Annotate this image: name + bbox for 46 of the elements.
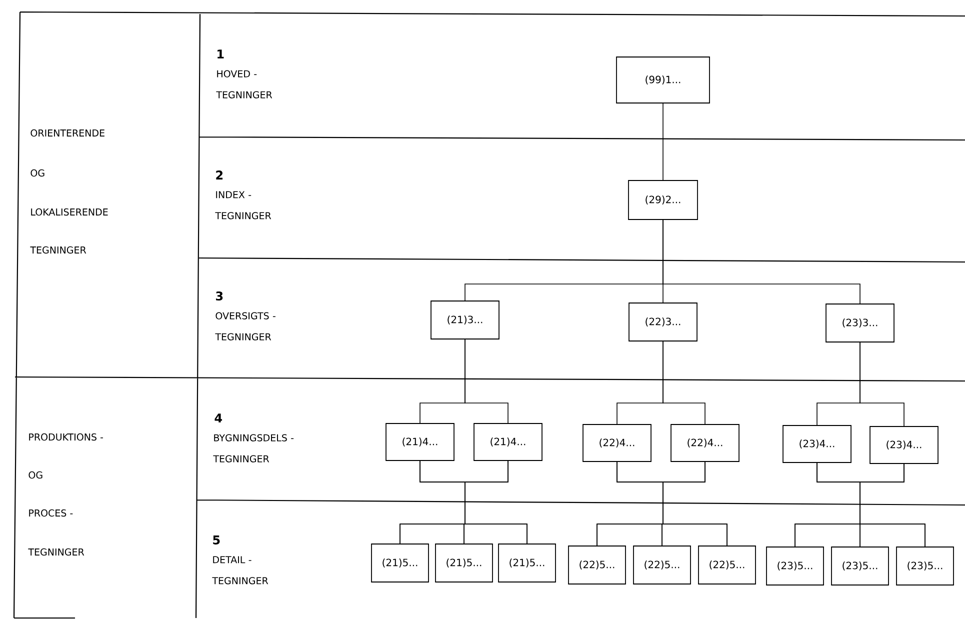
- connector-line: [860, 464, 926, 547]
- connector-line: [464, 339, 508, 424]
- connector-line: [662, 341, 706, 424]
- drawing-box: (22)5...: [698, 546, 756, 584]
- connector-line: [662, 462, 728, 546]
- connector-line: [860, 342, 904, 426]
- drawing-box: (23)3...: [826, 304, 894, 342]
- level-number: 2: [216, 170, 223, 180]
- drawing-box: (21)5...: [498, 544, 556, 582]
- group-label: PROCES -: [29, 509, 73, 517]
- level-number: 5: [213, 536, 220, 544]
- group-label: TEGNINGER: [30, 246, 86, 254]
- drawing-box: (23)5...: [896, 546, 954, 586]
- group-label: PRODUKTIONS -: [29, 433, 103, 441]
- drawing-box: (21)5...: [371, 544, 429, 582]
- level-label: BYGNINGSDELS - TEGNINGER: [213, 434, 294, 462]
- drawing-box: (23)5...: [831, 546, 889, 586]
- connector-line: [662, 220, 860, 304]
- group-label: OG: [28, 471, 42, 479]
- level-label: INDEX - TEGNINGER: [215, 191, 272, 220]
- drawing-box: (22)4...: [670, 424, 740, 462]
- drawing-box: (21)5...: [435, 544, 493, 582]
- group-label: LOKALISERENDE: [31, 208, 108, 216]
- drawing-box: (23)5...: [766, 546, 824, 586]
- drawing-box: (23)4...: [870, 426, 938, 464]
- drawing-box: (22)4...: [582, 424, 652, 462]
- drawing-box: (21)4...: [474, 423, 542, 461]
- drawing-box: (22)5...: [633, 546, 691, 584]
- drawing-box: (21)3...: [430, 300, 500, 340]
- drawing-box: (22)5...: [568, 546, 626, 584]
- drawing-box: (29)2...: [628, 180, 698, 220]
- connector-line: [464, 460, 528, 544]
- level-label: DETAIL - TEGNINGER: [212, 556, 268, 584]
- connector-line: [662, 103, 664, 180]
- drawing-box: (23)4...: [782, 425, 852, 463]
- group-label: ORIENTERENDE: [30, 129, 104, 137]
- drawing-box: (22)3...: [628, 302, 698, 342]
- level-label: OVERSIGTS - TEGNINGER: [215, 312, 276, 340]
- group-label: TEGNINGER: [28, 548, 84, 556]
- level-label: HOVED - TEGNINGER: [216, 70, 272, 98]
- level-number: 1: [218, 50, 224, 58]
- group-label: OG: [30, 169, 44, 177]
- level-number: 3: [216, 291, 223, 301]
- drawing-box: (21)4...: [386, 423, 454, 461]
- level-number: 4: [214, 414, 222, 422]
- drawing-box: (99)1...: [616, 56, 710, 104]
